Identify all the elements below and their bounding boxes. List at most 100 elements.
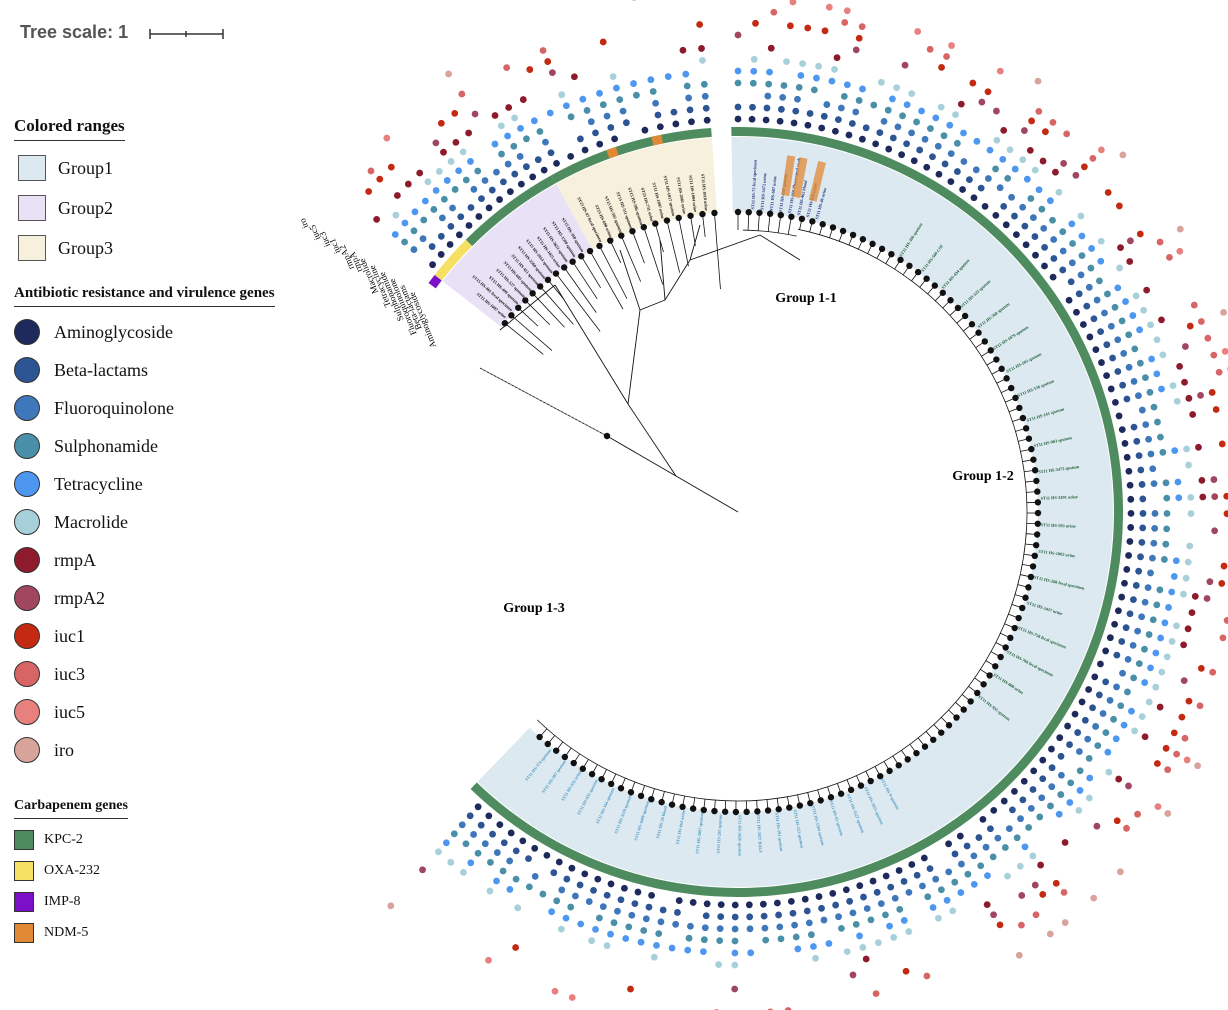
leaf-node	[809, 218, 816, 225]
gene-dot-tetracycline	[1011, 165, 1019, 173]
carb-ring-ndm5	[651, 134, 664, 146]
gene-dot-beta-lactams	[563, 875, 571, 883]
gene-dot-fluoroquinolone	[1027, 805, 1035, 812]
gene-dot-beta-lactams	[631, 900, 639, 908]
gene-dot-tetracycline	[1161, 619, 1169, 627]
gene-dot-beta-lactams	[659, 906, 667, 914]
gene-dot-fluoroquinolone	[1040, 225, 1048, 232]
gene-dot-tetracycline	[1055, 810, 1063, 818]
gene-dot-iuc1	[599, 38, 607, 46]
gene-dot-macrolide	[460, 868, 467, 876]
gene-dot-rmpa	[440, 148, 447, 156]
gene-dot-iuc5	[914, 28, 922, 35]
gene-dot-fluoroquinolone	[410, 246, 418, 253]
gene-dot-beta-lactams	[929, 153, 936, 161]
gene-dot-tetracycline	[1086, 774, 1094, 782]
gene-dot-fluoroquinolone	[614, 907, 621, 915]
branch	[690, 215, 696, 247]
gene-legend-item: Aminoglycoside	[14, 319, 275, 345]
gene-dot-beta-lactams	[534, 156, 542, 164]
leaf-node	[618, 232, 625, 239]
gene-dot-fluoroquinolone	[731, 925, 739, 933]
gene-dot-iuc1	[1104, 189, 1112, 196]
gene-dot-rmpa	[1037, 861, 1045, 869]
gene-dot-fluoroquinolone	[1147, 569, 1154, 577]
gene-dot-fluoroquinolone	[972, 166, 980, 174]
gene-dot-sulphonamide	[1057, 791, 1065, 798]
gene-dot-rmpa2	[992, 107, 1000, 115]
gene-dot-beta-lactams	[832, 901, 840, 909]
gene-dot-aminoglycoside	[1032, 251, 1039, 259]
gene-dot-iuc5	[1154, 803, 1162, 811]
gene-dot-rmpa2	[1018, 892, 1026, 899]
gene-dot-beta-lactams	[916, 146, 924, 154]
gene-dot-fluoroquinolone	[628, 911, 636, 919]
gene-dot-sulphonamide	[1036, 813, 1044, 821]
gene-dot-aminoglycoside	[568, 864, 576, 872]
gene-dot-iuc3	[1018, 921, 1025, 929]
gene-dot-iuc1	[821, 27, 829, 35]
gene-dot-sulphonamide	[855, 97, 863, 104]
branch	[532, 293, 565, 328]
gene-dot-tetracycline	[794, 945, 802, 953]
gene-dot-fluoroquinolone	[837, 104, 845, 112]
leaf-label: ST11 HS-607 urine	[769, 176, 778, 211]
gene-dot-iuc3	[1164, 766, 1172, 774]
gene-dot-beta-lactams	[547, 149, 555, 157]
gene-dot-fluoroquinolone	[1106, 696, 1114, 704]
gene-dot-sulphonamide	[625, 923, 633, 931]
leaf-node	[847, 786, 855, 794]
gene-dot-sulphonamide	[1125, 331, 1133, 339]
gene-dot-iuc3	[1032, 911, 1040, 919]
gene-dot-aminoglycoside	[1098, 359, 1105, 366]
gene-dot-fluoroquinolone	[805, 919, 813, 927]
leaf-node	[561, 753, 569, 761]
gene-dot-macrolide	[783, 58, 790, 66]
gene-dot-aminoglycoside	[567, 153, 575, 160]
leaf-node	[536, 283, 544, 290]
gene-dot-fluoroquinolone	[934, 142, 942, 150]
gene-dot-macrolide	[1186, 542, 1194, 550]
leaf-node	[640, 223, 648, 231]
gene-dot-sulphonamide	[884, 106, 892, 114]
gene-dot-sulphonamide	[1157, 433, 1164, 441]
gene-dot-macrolide	[949, 907, 957, 915]
gene-dot-rmpa	[452, 138, 460, 146]
leaf-node	[837, 790, 845, 797]
gene-dot-fluoroquinolone	[1114, 336, 1122, 344]
gene-dot-macrolide	[815, 62, 823, 70]
gene-dot-rmpa2	[852, 46, 860, 54]
gene-dot-aminoglycoside	[1056, 734, 1064, 742]
gene-dot-fluoroquinolone	[791, 921, 798, 929]
leaf-node	[668, 801, 676, 808]
gene-dot-tetracycline	[750, 67, 758, 75]
gene-legend-label: iuc5	[54, 701, 85, 722]
gene-dot-sulphonamide	[989, 853, 997, 861]
gene-dot-fluoroquinolone	[1113, 683, 1120, 691]
gene-dot-fluoroquinolone	[1149, 465, 1157, 473]
gene-dot-beta-lactams	[437, 232, 445, 240]
gene-dot-macrolide	[750, 55, 758, 63]
gene-legend-label: Sulphonamide	[54, 435, 158, 456]
gene-dot-fluoroquinolone	[419, 235, 427, 243]
gene-dot-iuc1	[786, 22, 794, 30]
internal-branch	[664, 259, 691, 301]
gene-dot-aminoglycoside	[1048, 745, 1055, 753]
gene-dot-macrolide	[908, 90, 916, 98]
gene-dot-iro	[1164, 810, 1172, 817]
gene-dot-beta-lactams	[500, 839, 508, 847]
gene-dot-iuc3	[458, 90, 466, 98]
gene-dot-tetracycline	[900, 917, 908, 924]
gene-legend-label: Tetracycline	[54, 473, 143, 494]
gene-dot-beta-lactams	[1118, 638, 1126, 645]
gene-dot-aminoglycoside	[1020, 777, 1028, 785]
gene-dot-aminoglycoside	[506, 188, 514, 196]
gene-dot-sulphonamide	[451, 186, 459, 193]
gene-dot-iuc3	[841, 19, 849, 26]
gene-dot-macrolide	[1183, 445, 1190, 453]
gene-dot-beta-lactams	[789, 909, 797, 917]
gene-dot-sulphonamide	[510, 142, 518, 150]
gene-dot-macrolide	[588, 937, 596, 945]
gene-dot-iuc5	[1176, 247, 1184, 255]
gene-dot-aminoglycoside	[990, 806, 998, 814]
